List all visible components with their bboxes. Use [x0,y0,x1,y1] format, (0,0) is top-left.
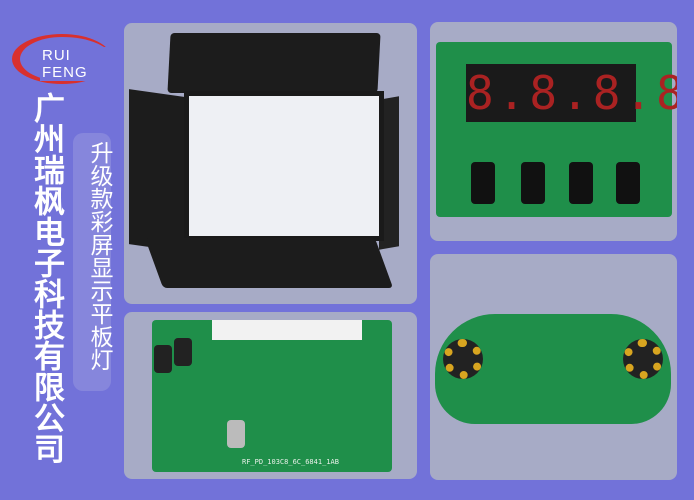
knob [616,162,640,204]
toroid-coil [623,339,663,379]
seven-segment-display: 8.8.8.8 [466,64,677,122]
capacitor [227,420,245,448]
logo-arc [12,34,112,84]
ruifeng-logo: RUI FENG [10,32,120,87]
connector-strip [212,320,362,340]
panel-light-photo [124,23,417,304]
capacitor [154,345,172,373]
toroid-coil [443,339,483,379]
capacitor [174,338,192,366]
power-pcb [435,314,671,424]
panel-driver-board-photo: RF_PD_103C8_6C_6841_1AB [124,312,417,479]
control-pcb: 8.8.8.8 [436,42,677,217]
product-name-band: 升级款彩屏显示平板灯 [73,133,112,391]
led-panel-light [184,91,384,241]
knob [471,162,495,204]
company-name: 广州瑞枫电子科技有限公司 [28,92,64,464]
knob [521,162,545,204]
pcb-label: RF_PD_103C8_6C_6841_1AB [242,458,339,466]
driver-pcb: RF_PD_103C8_6C_6841_1AB [152,320,392,472]
logo-text: RUI FENG [40,47,120,81]
panel-control-board-photo: 8.8.8.8 [430,22,677,241]
barn-door-top [167,33,381,93]
knob [569,162,593,204]
barn-door-bottom [144,238,394,288]
panel-power-board-photo [430,254,677,480]
barn-door-left [129,89,184,252]
product-name: 升级款彩屏显示平板灯 [86,141,112,371]
